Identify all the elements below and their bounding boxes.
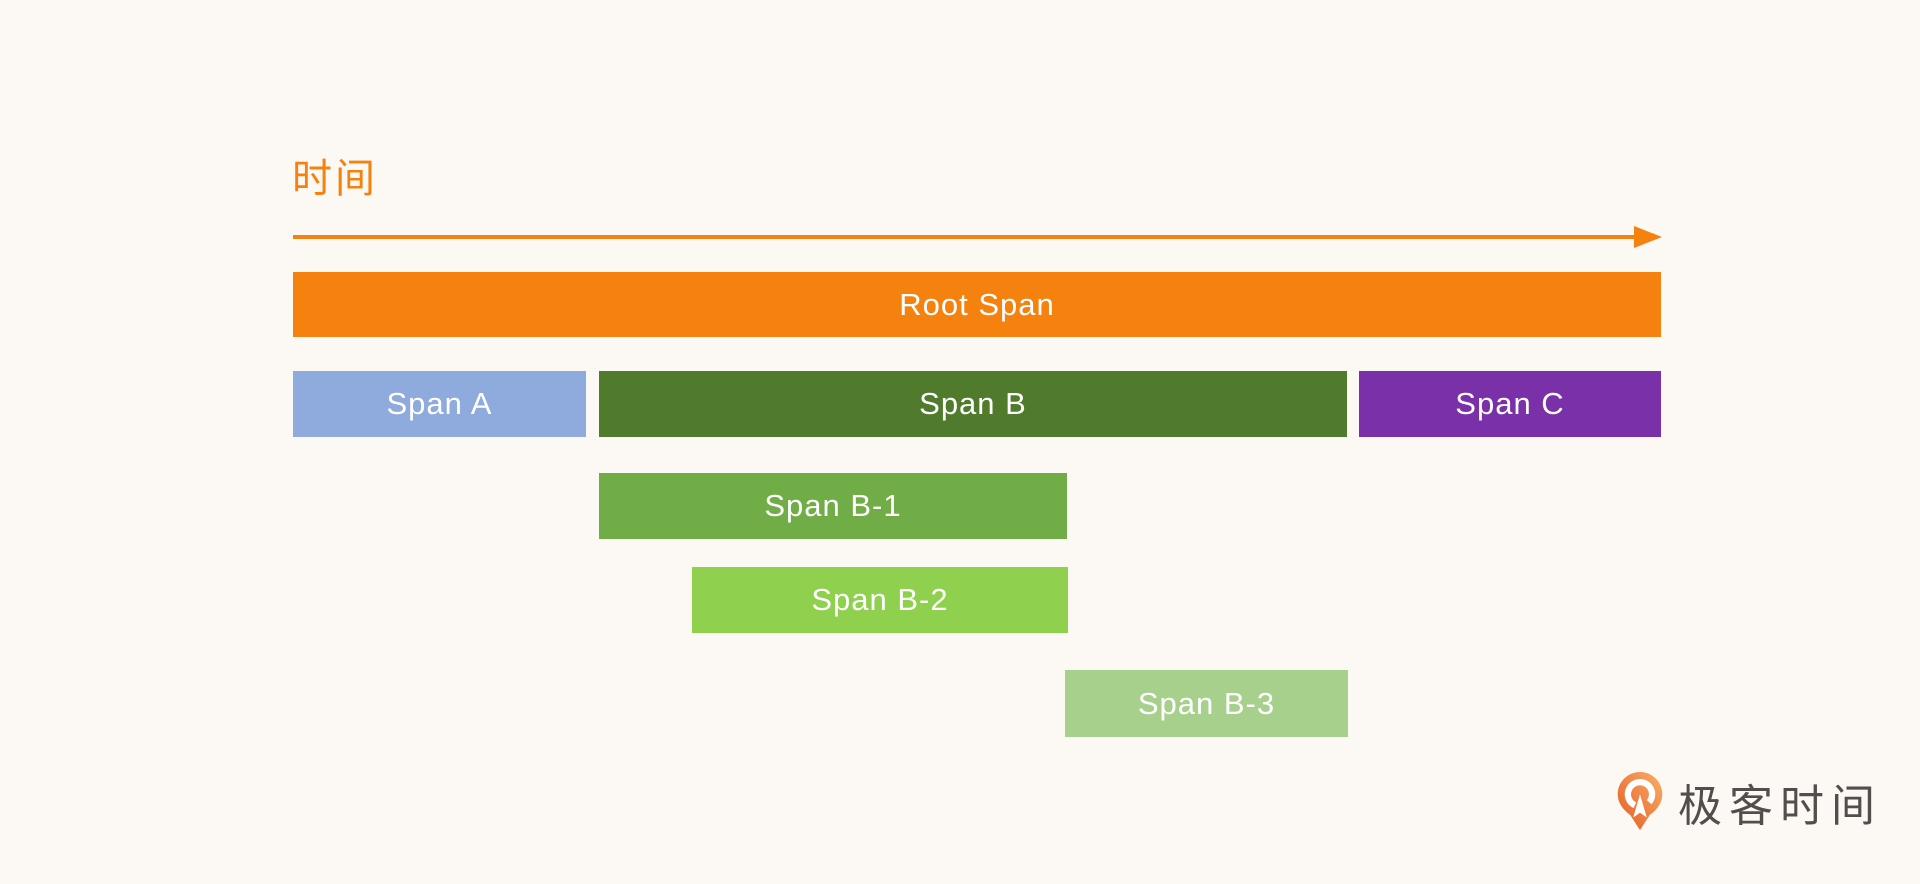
arrow-right-icon (1634, 226, 1662, 248)
span-b-1-bar: Span B-1 (599, 473, 1067, 539)
geektime-pin-icon (1617, 771, 1663, 831)
time-axis-line (293, 235, 1640, 239)
span-c-bar: Span C (1359, 371, 1661, 437)
span-b-label: Span B (919, 386, 1027, 421)
geektime-logo-text: 极客时间 (1678, 782, 1882, 831)
span-b-3-bar: Span B-3 (1065, 670, 1348, 737)
span-b-1-label: Span B-1 (764, 488, 902, 523)
span-b-2-label: Span B-2 (811, 582, 949, 617)
root-span-bar: Root Span (293, 272, 1661, 337)
span-a-bar: Span A (293, 371, 586, 437)
geektime-logo: 极客时间 (1616, 770, 1882, 834)
root-span-label: Root Span (899, 286, 1055, 322)
span-c-label: Span C (1455, 386, 1565, 421)
span-b-bar: Span B (599, 371, 1347, 437)
time-axis-label: 时间 (292, 157, 378, 201)
span-a-label: Span A (386, 386, 493, 421)
span-b-3-label: Span B-3 (1137, 685, 1276, 721)
span-b-2-bar: Span B-2 (692, 567, 1068, 633)
